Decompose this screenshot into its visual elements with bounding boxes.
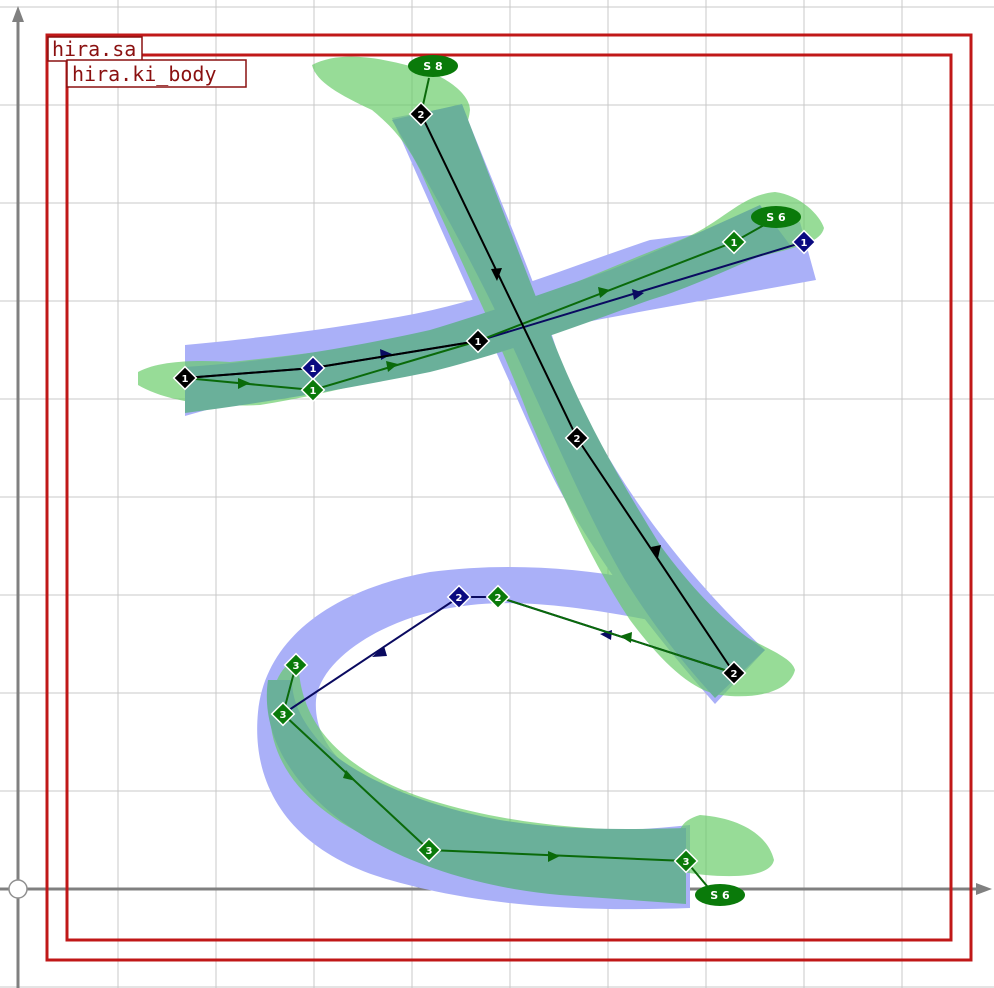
marker-black-2-end[interactable]: 2 xyxy=(721,660,747,686)
arrow-icon xyxy=(386,361,398,372)
tag-label: S 8 xyxy=(423,60,442,73)
arrow-icon xyxy=(548,851,560,862)
arrow-icon xyxy=(491,268,502,281)
marker-black-1-mid[interactable]: 1 xyxy=(465,328,491,354)
arrow-icon xyxy=(651,545,661,558)
marker-navy-2[interactable]: 2 xyxy=(446,584,472,610)
marker-label: 3 xyxy=(426,846,433,857)
arrow-icon xyxy=(238,378,250,389)
inner-box-label: hira.ki_body xyxy=(72,62,217,86)
marker-green-1-b[interactable]: 1 xyxy=(721,229,747,255)
marker-green-3-top[interactable]: 3 xyxy=(283,652,309,678)
marker-label: 2 xyxy=(574,434,581,445)
marker-label: 2 xyxy=(418,110,425,121)
arrow-icon xyxy=(632,289,644,300)
marker-navy-1-b[interactable]: 1 xyxy=(791,229,817,255)
outer-box-label: hira.sa xyxy=(52,37,136,61)
marker-green-3-bottom[interactable]: 3 xyxy=(416,837,442,863)
marker-label: 1 xyxy=(310,386,317,397)
marker-label: 1 xyxy=(475,337,482,348)
marker-label: 1 xyxy=(310,364,317,375)
arrow-icon xyxy=(620,632,632,643)
arrow-icon xyxy=(343,770,356,781)
marker-green-1-a[interactable]: 1 xyxy=(300,377,326,403)
origin-handle[interactable] xyxy=(8,879,28,899)
tag-label: S 6 xyxy=(766,211,786,224)
tag-stroke-bottom[interactable]: S 6 xyxy=(695,884,745,906)
tag-stroke-top[interactable]: S 8 xyxy=(408,55,458,77)
marker-label: 1 xyxy=(182,374,189,385)
marker-label: 2 xyxy=(731,669,738,680)
arrow-icon xyxy=(598,287,610,298)
tag-label: S 6 xyxy=(710,889,730,902)
marker-black-2-top[interactable]: 2 xyxy=(408,101,434,127)
overlap-horizontal xyxy=(185,205,790,413)
user-path-arrows xyxy=(238,287,632,862)
marker-label: 3 xyxy=(293,661,300,672)
bounding-boxes xyxy=(45,33,973,962)
marker-green-3-left[interactable]: 3 xyxy=(270,701,296,727)
overlap-diagonal xyxy=(392,104,765,698)
overlap-curve xyxy=(266,680,686,904)
y-axis-arrow-icon xyxy=(12,6,24,22)
inner-box xyxy=(65,53,953,942)
marker-label: 3 xyxy=(280,710,287,721)
marker-green-2[interactable]: 2 xyxy=(485,584,511,610)
marker-navy-1-a[interactable]: 1 xyxy=(300,355,326,381)
outer-box xyxy=(45,33,973,962)
black-path-arrows xyxy=(491,268,661,558)
marker-label: 2 xyxy=(495,593,502,604)
marker-black-1-start[interactable]: 1 xyxy=(172,365,198,391)
arrow-icon xyxy=(372,646,387,657)
x-axis-arrow-icon xyxy=(976,883,992,895)
box-labels: hira.sa hira.ki_body xyxy=(47,36,247,88)
marker-label: 3 xyxy=(683,857,690,868)
marker-black-2-mid[interactable]: 2 xyxy=(564,425,590,451)
marker-label: 1 xyxy=(731,238,738,249)
overlap-strokes xyxy=(185,104,790,904)
marker-label: 2 xyxy=(456,593,463,604)
marker-green-3-end[interactable]: 3 xyxy=(673,848,699,874)
tag-stroke-right[interactable]: S 6 xyxy=(751,206,801,228)
marker-label: 1 xyxy=(801,238,808,249)
